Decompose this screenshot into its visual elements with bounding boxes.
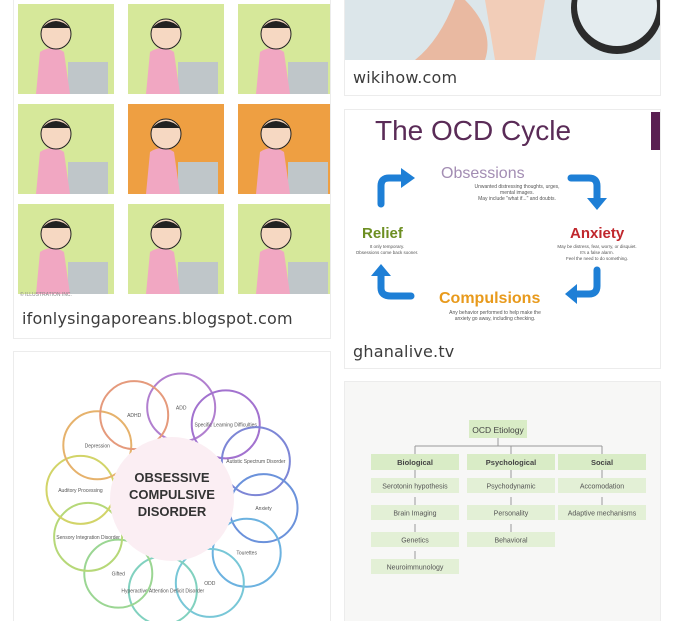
condition-circle xyxy=(53,501,124,572)
comic-panel xyxy=(18,104,114,194)
condition-circle xyxy=(174,547,245,618)
result-card-comic[interactable]: © ILLUSTRATION INC. ifonlysingaporeans.b… xyxy=(14,0,330,338)
etiology-item-box xyxy=(558,505,646,520)
condition-circle xyxy=(211,517,282,588)
condition-label: Sensory Integration Disorder xyxy=(56,535,120,541)
ocd-center-line: COMPULSIVE xyxy=(129,487,215,502)
arrow-compulsions-to-relief xyxy=(377,270,415,300)
etiology-item: Serotonin hypothesis xyxy=(382,484,448,491)
comic-panel xyxy=(128,204,224,294)
ocd-center-line: OBSESSIVE xyxy=(134,470,209,485)
etiology-item-box xyxy=(371,505,459,520)
result-card-wikihow[interactable]: wikihow.com xyxy=(345,0,660,95)
etiology-item-box xyxy=(558,478,646,493)
comic-panel xyxy=(128,4,224,94)
arrow-obsessions-to-anxiety xyxy=(567,174,601,202)
center-circle xyxy=(110,437,234,561)
etiology-item-box xyxy=(467,478,555,493)
result-card-ocd-cycle[interactable]: The OCD Cycle Obsessions Unwanted distre… xyxy=(345,110,660,368)
compulsions-label: Compulsions xyxy=(439,290,540,307)
condition-label: ADD xyxy=(176,405,187,411)
obsessions-label: Obsessions xyxy=(441,165,525,182)
wikihow-image[interactable] xyxy=(345,0,660,60)
compulsions-desc: anxiety go away, including checking. xyxy=(455,316,536,322)
condition-label: Autistic Spectrum Disorder xyxy=(226,459,286,465)
obsessions-desc: Unwanted distressing thoughts, urges, xyxy=(474,184,559,190)
etiology-item: Behavioral xyxy=(494,538,528,545)
condition-label: Auditory Processing xyxy=(58,488,103,494)
etiology-item-box xyxy=(371,532,459,547)
ocd-cycle-image[interactable]: The OCD Cycle Obsessions Unwanted distre… xyxy=(345,110,660,330)
relief-label: Relief xyxy=(362,225,404,242)
condition-label: Tourettes xyxy=(236,551,257,557)
relief-desc: Obsessions come back sooner. xyxy=(356,250,419,255)
anxiety-desc: Feel the need to do something. xyxy=(566,256,628,261)
comic-credit: © ILLUSTRATION INC. xyxy=(20,291,72,298)
etiology-item-box xyxy=(371,559,459,574)
comic-panel xyxy=(238,204,330,294)
anxiety-label: Anxiety xyxy=(570,225,625,242)
condition-label: Hyperactive Attention Deficit Disorder xyxy=(121,589,204,595)
etiology-item: Accomodation xyxy=(580,484,624,491)
comic-strip-image[interactable]: © ILLUSTRATION INC. xyxy=(14,0,330,300)
etiology-column-header-box xyxy=(558,454,646,470)
etiology-item: Neuroimmunology xyxy=(387,565,444,572)
anxiety-desc: It's a false alarm. xyxy=(580,250,614,255)
hand-shape xyxy=(415,0,488,60)
etiology-column-header-box xyxy=(371,454,459,470)
etiology-root: OCD Etiology xyxy=(472,425,524,435)
etiology-item: Personality xyxy=(494,511,529,518)
etiology-root-box xyxy=(469,420,527,438)
condition-label: ODD xyxy=(204,581,216,587)
arrow-relief-to-obsessions xyxy=(377,174,405,208)
condition-circle xyxy=(62,410,133,481)
comic-panel xyxy=(18,4,114,94)
etiology-column-header: Psychological xyxy=(486,458,536,467)
result-source-label[interactable]: ghanalive.tv xyxy=(353,342,455,361)
comic-panel xyxy=(128,104,224,194)
condition-circle xyxy=(99,380,170,451)
cycle-title: The OCD Cycle xyxy=(375,115,571,146)
etiology-item: Genetics xyxy=(401,538,429,545)
condition-label: Anxiety xyxy=(255,506,272,512)
condition-label: Specific Learning Difficulties xyxy=(194,422,257,428)
etiology-item-box xyxy=(371,478,459,493)
etiology-column-header: Biological xyxy=(397,458,433,467)
condition-circle xyxy=(190,389,261,460)
comic-panel xyxy=(238,4,330,94)
obsessions-desc: mental images. xyxy=(500,190,534,196)
etiology-item: Psychodynamic xyxy=(486,484,536,491)
ocd-center-line: DISORDER xyxy=(138,504,207,519)
etiology-item-box xyxy=(467,532,555,547)
condition-circle xyxy=(220,426,291,497)
condition-label: Depression xyxy=(85,443,111,449)
condition-label: Gifted xyxy=(112,572,126,578)
etiology-column-header-box xyxy=(467,454,555,470)
arrow-anxiety-to-compulsions xyxy=(573,266,601,298)
etiology-item: Adaptive mechanisms xyxy=(568,511,637,518)
compulsions-desc: Any behavior performed to help make the xyxy=(449,310,541,316)
comic-panel xyxy=(18,204,114,294)
etiology-item: Brain Imaging xyxy=(393,511,436,518)
result-source-label[interactable]: ifonlysingaporeans.blogspot.com xyxy=(22,309,293,328)
relief-desc: It only temporary. xyxy=(370,244,404,249)
condition-circle xyxy=(83,538,154,609)
obsessions-desc: May include "what if..." and doubts. xyxy=(478,196,556,202)
title-accent-bar xyxy=(651,112,660,150)
comic-panel xyxy=(238,104,330,194)
condition-label: ADHD xyxy=(127,413,142,419)
etiology-column-header: Social xyxy=(591,458,613,467)
result-source-label[interactable]: wikihow.com xyxy=(353,68,458,87)
anxiety-desc: May be distress, fear, worry, or disquie… xyxy=(557,244,636,249)
face-shape xyxy=(485,0,545,60)
etiology-item-box xyxy=(467,505,555,520)
